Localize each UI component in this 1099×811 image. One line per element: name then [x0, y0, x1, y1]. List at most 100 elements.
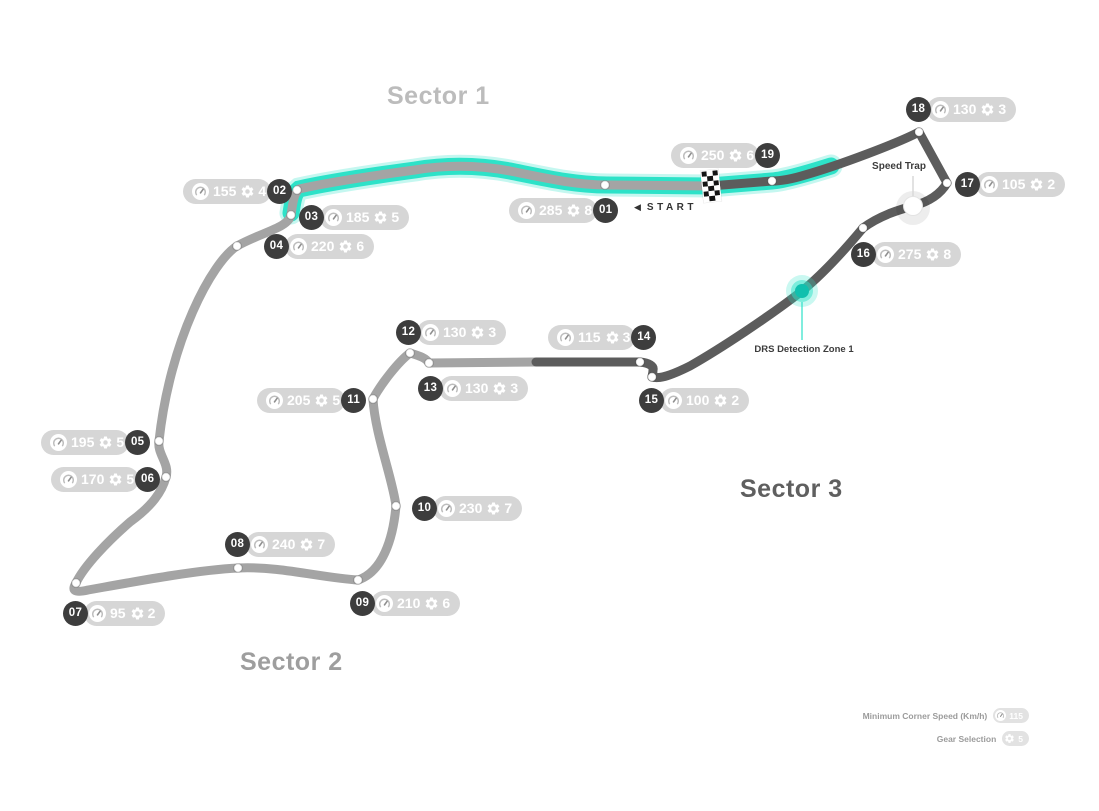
- gear-icon: [927, 248, 939, 260]
- gear-icon: [606, 331, 618, 343]
- corner-gear: 2: [1047, 176, 1056, 192]
- corner-badge-09: 09 210 6: [350, 590, 461, 616]
- speedometer-icon: [444, 379, 461, 397]
- corner-min-speed: 220: [311, 238, 335, 254]
- corner-min-speed: 230: [459, 500, 483, 516]
- corner-gear: 6: [746, 147, 755, 163]
- corner-speed-gear-pill: 100 2: [660, 387, 750, 413]
- gear-icon: [1005, 734, 1015, 743]
- corner-min-speed: 250: [701, 147, 725, 163]
- speedometer-icon: [60, 470, 77, 488]
- corner-gear: 3: [998, 101, 1007, 117]
- corner-gear: 4: [258, 183, 267, 199]
- corner-number-chip: 11: [341, 387, 367, 413]
- corner-apex-dot: [292, 185, 302, 195]
- speedometer-icon: [665, 391, 682, 409]
- corner-apex-dot: [161, 472, 171, 482]
- gear-icon: [715, 394, 727, 406]
- flag-cell: [714, 195, 721, 201]
- corner-badge-12: 12 130 3: [396, 319, 507, 345]
- legend-speed-value: 115: [1009, 710, 1023, 721]
- speedometer-icon: [50, 433, 67, 451]
- corner-gear: 8: [943, 246, 952, 262]
- start-finish-checkered-flag-icon: [700, 169, 722, 203]
- corner-number-chip: 08: [225, 531, 250, 557]
- speedometer-icon: [376, 594, 393, 612]
- corner-number-chip: 10: [412, 495, 437, 521]
- corner-gear: 3: [510, 380, 519, 396]
- corner-gear: 3: [622, 329, 631, 345]
- corner-number-chip: 16: [851, 241, 876, 267]
- corner-apex-dot: [914, 127, 924, 137]
- corner-number-chip: 02: [267, 178, 293, 204]
- drs-detection-zone-label: DRS Detection Zone 1: [754, 344, 854, 355]
- sector-1-label: Sector 1: [387, 82, 490, 110]
- gear-icon: [301, 538, 313, 550]
- corner-gear: 2: [731, 392, 740, 408]
- corner-apex-dot: [353, 575, 363, 585]
- gear-icon: [100, 436, 112, 448]
- corner-badge-04: 04 220 6: [264, 233, 375, 259]
- speedometer-icon: [422, 323, 439, 341]
- corner-apex-dot: [286, 210, 296, 220]
- corner-speed-gear-pill: 95 2: [84, 600, 166, 626]
- corner-speed-gear-pill: 220 6: [285, 233, 375, 259]
- gear-icon: [494, 382, 506, 394]
- sector-3-label: Sector 3: [740, 475, 843, 503]
- corner-apex-dot: [424, 358, 434, 368]
- corner-min-speed: 155: [213, 183, 237, 199]
- corner-min-speed: 130: [465, 380, 489, 396]
- corner-number-chip: 05: [125, 429, 151, 455]
- speedometer-icon: [290, 237, 307, 255]
- speedometer-icon: [995, 710, 1007, 721]
- legend-gear-label: Gear Selection: [936, 733, 997, 744]
- gear-icon: [110, 473, 122, 485]
- corner-apex-dot: [391, 501, 401, 511]
- sector-2-label: Sector 2: [240, 648, 343, 676]
- speed-trap-marker: [903, 196, 923, 216]
- gear-icon: [1031, 178, 1043, 190]
- corner-speed-gear-pill: 105 2: [976, 171, 1066, 197]
- corner-number-chip: 01: [593, 197, 619, 223]
- legend-speed-label: Minimum Corner Speed (Km/h): [862, 710, 988, 721]
- corner-speed-gear-pill: 210 6: [371, 590, 461, 616]
- corner-gear: 2: [147, 605, 156, 621]
- corner-min-speed: 195: [71, 434, 95, 450]
- corner-number-chip: 07: [63, 600, 88, 626]
- corner-apex-dot: [647, 372, 657, 382]
- corner-speed-gear-pill: 115 3: [548, 324, 636, 350]
- corner-speed-gear-pill: 130 3: [439, 375, 529, 401]
- corner-speed-gear-pill: 250 6: [671, 142, 760, 168]
- corner-gear: 5: [116, 434, 125, 450]
- corner-speed-gear-pill: 170 5: [51, 466, 140, 492]
- gear-icon: [568, 204, 580, 216]
- corner-min-speed: 130: [443, 324, 467, 340]
- gear-icon: [340, 240, 352, 252]
- corner-badge-08: 08 240 7: [225, 531, 336, 557]
- corner-min-speed: 105: [1002, 176, 1026, 192]
- corner-speed-gear-pill: 185 5: [320, 204, 410, 230]
- corner-gear: 5: [332, 392, 341, 408]
- speedometer-icon: [877, 245, 894, 263]
- speedometer-icon: [995, 710, 1007, 721]
- corner-speed-gear-pill: 240 7: [246, 531, 336, 557]
- legend-gear-value: 5: [1018, 733, 1023, 744]
- legend-min-corner-speed: Minimum Corner Speed (Km/h) 115: [863, 708, 1029, 723]
- gear-icon: [1004, 733, 1015, 744]
- corner-badge-13: 13 130 3: [418, 375, 529, 401]
- corner-number-chip: 17: [955, 171, 980, 197]
- legend-gear-pill: 5: [1002, 731, 1029, 746]
- speedometer-icon: [192, 182, 209, 200]
- corner-min-speed: 100: [686, 392, 710, 408]
- legend-speed-pill: 115: [993, 708, 1029, 723]
- corner-min-speed: 205: [287, 392, 311, 408]
- corner-badge-18: 18 130 3: [906, 96, 1017, 122]
- corner-badge-15: 15 100 2: [639, 387, 750, 413]
- corner-speed-gear-pill: 230 7: [433, 495, 523, 521]
- legend: Minimum Corner Speed (Km/h) 115 Gear Sel…: [863, 708, 1029, 746]
- corner-number-chip: 04: [264, 233, 289, 259]
- corner-speed-gear-pill: 155 4: [183, 178, 272, 204]
